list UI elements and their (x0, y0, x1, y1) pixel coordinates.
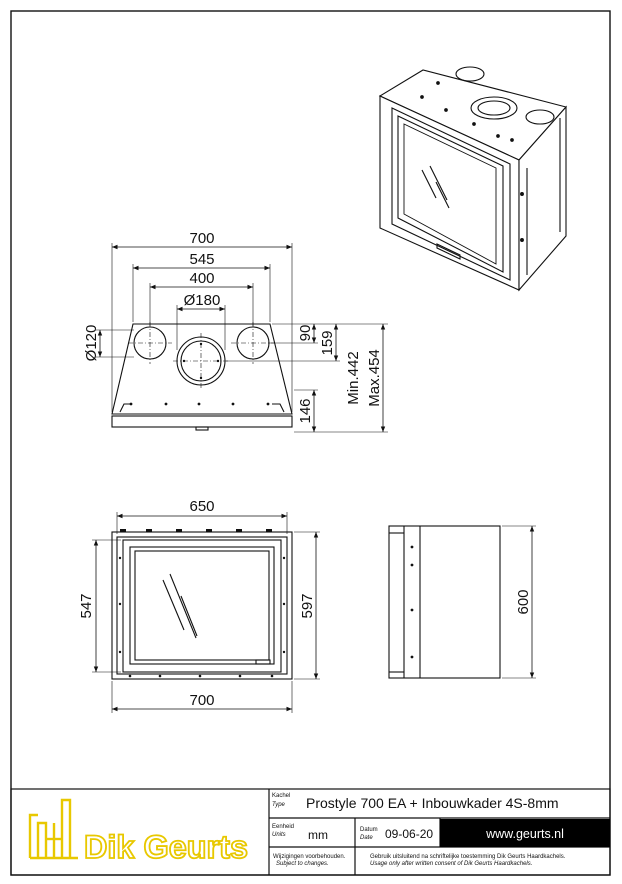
dim-flue-diameter: Ø180 (184, 292, 221, 309)
side-view: 600 (388, 525, 536, 679)
dim-width-700-bottom: 700 (189, 692, 214, 709)
dim-max-454: Max.454 (366, 349, 383, 407)
dim-159: 159 (319, 330, 336, 355)
dim-height-597: 597 (299, 593, 316, 618)
dim-width-700-top: 700 (189, 230, 214, 247)
notice-right-en: Usage only after written consent of Dik … (370, 861, 532, 867)
units-label: Units (272, 832, 286, 838)
dim-height-600: 600 (515, 589, 532, 614)
dim-height-547: 547 (78, 593, 95, 618)
website-link[interactable]: www.geurts.nl (485, 827, 564, 841)
datum-label: Datum (360, 827, 378, 833)
dim-width-545: 545 (189, 251, 214, 268)
product-name: Prostyle 700 EA + Inbouwkader 4S-8mm (306, 795, 559, 811)
logo-text: Dik Geurts (84, 829, 248, 865)
company-logo (28, 798, 78, 860)
notice-left-en: Subject to changes. (276, 861, 329, 867)
type-label: Type (272, 802, 286, 808)
door-view: 650 700 547 597 (78, 498, 320, 713)
isometric-view (378, 66, 568, 292)
website-box (440, 819, 610, 847)
date-value: 09-06-20 (385, 827, 433, 841)
dim-width-650: 650 (189, 498, 214, 515)
eenheid-label: Eenheid (272, 824, 294, 830)
date-label: Date (360, 835, 373, 841)
notice-right-nl: Gebruik uitsluitend na schriftelijke toe… (370, 854, 566, 860)
dim-90: 90 (297, 325, 314, 342)
dim-146: 146 (297, 398, 314, 423)
dim-min-442: Min.442 (345, 351, 362, 404)
front-view: 700 545 400 Ø180 Ø120 90 159 Min.442 Max… (83, 230, 388, 433)
unit-value: mm (308, 828, 328, 842)
notice-left-nl: Wijzigingen voorbehouden. (273, 854, 346, 860)
dim-width-400: 400 (189, 270, 214, 287)
kachel-label: Kachel (272, 793, 290, 799)
title-block: Dik Geurts Kachel Type Prostyle 700 EA +… (10, 788, 611, 876)
dim-vent-diameter: Ø120 (83, 325, 100, 362)
